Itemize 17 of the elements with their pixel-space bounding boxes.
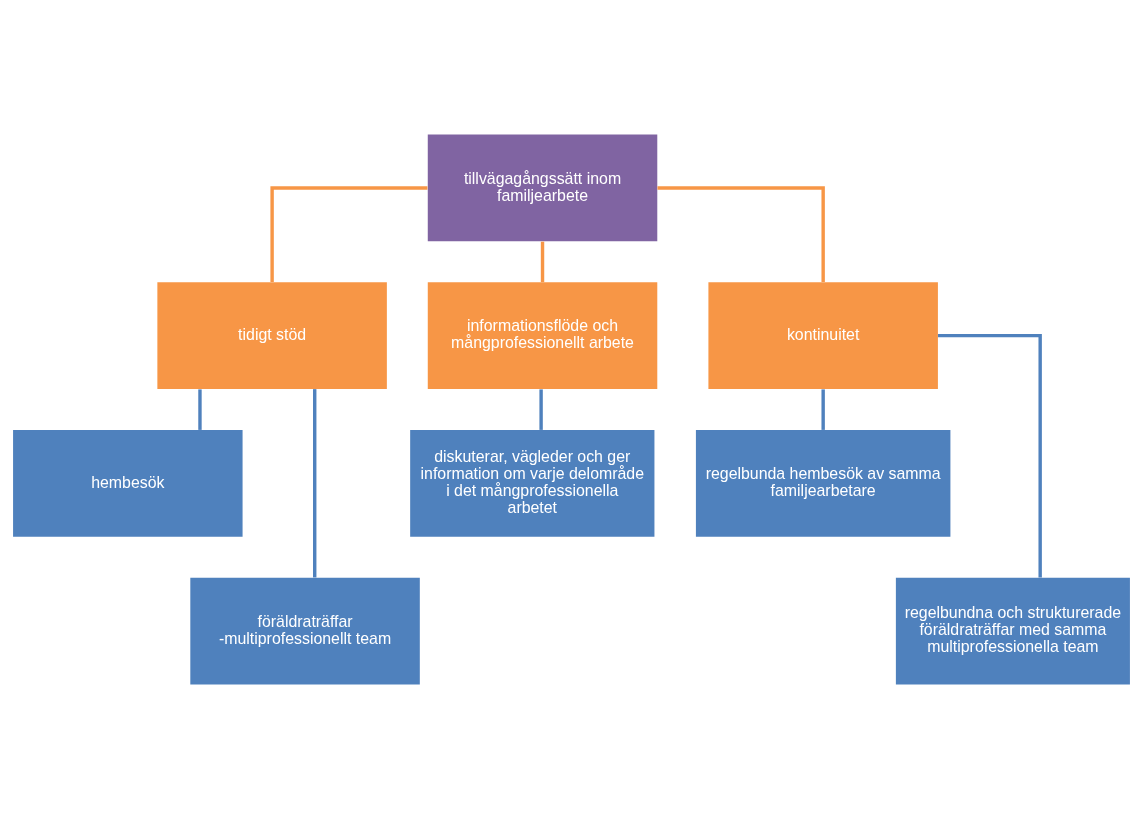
connector — [938, 333, 1042, 578]
connector — [657, 185, 825, 282]
node-box: hembesök — [13, 429, 243, 537]
connector — [540, 241, 545, 282]
node-box: tillvägagångssätt inom familjearbete — [427, 134, 658, 241]
node-box: regelbunda hembesök av samma familjearbetare — [695, 429, 951, 537]
connector — [270, 185, 428, 282]
node-box: tidigt stöd — [157, 281, 387, 389]
connector — [313, 388, 317, 577]
node-box: kontinuitet — [708, 281, 938, 389]
connector — [539, 388, 543, 430]
node-box: diskuterar, vägleder och ger information om varje delområde i det mångprofessionella arbetet — [410, 429, 655, 537]
connector — [198, 388, 202, 430]
node-box: föräldraträffar -multiprofessionellt team — [190, 577, 420, 684]
connector — [821, 388, 825, 430]
node-box: informationsflöde och mångprofessionellt arbete — [427, 281, 658, 389]
node-box: regelbundna och strukturerade föräldraträffar med samma multiprofessionella team — [895, 577, 1130, 684]
